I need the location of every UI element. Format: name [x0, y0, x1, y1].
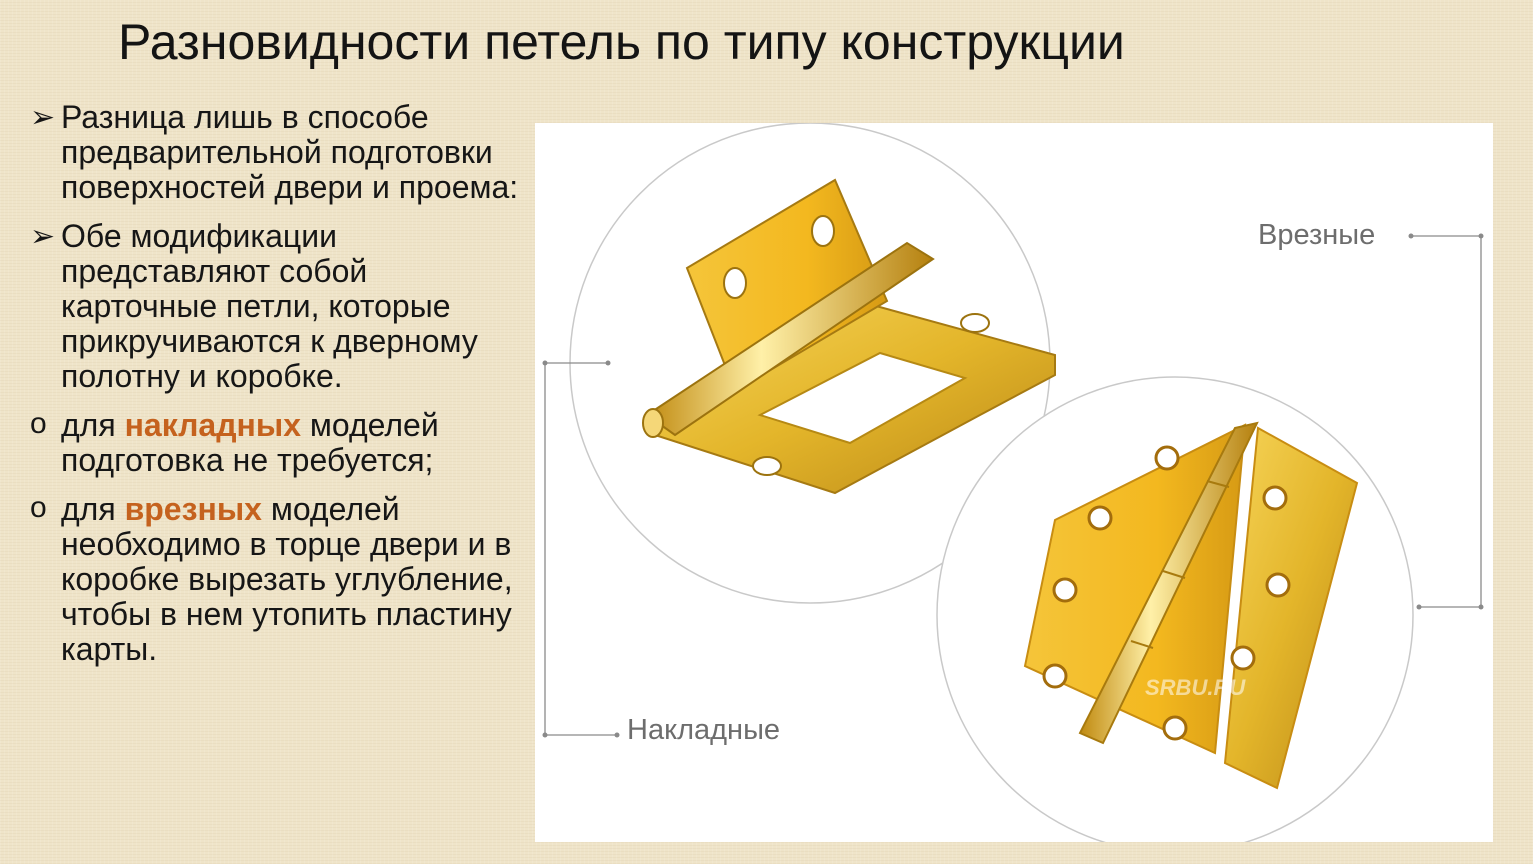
overlay-hinge: [642, 178, 1056, 495]
sub-bullet-post: моделей необходимо в торце двери и в кор…: [61, 491, 513, 667]
bullet-item: ➢ Обе модификации представляют собой кар…: [30, 219, 530, 394]
watermark: SRBU.RU: [1145, 675, 1246, 700]
sub-bullet-item: o для накладных моделей подготовка не тр…: [30, 407, 530, 478]
sub-bullet-pre: для: [61, 491, 125, 527]
slide-title: Разновидности петель по типу конструкции: [118, 14, 1125, 70]
arrow-bullet-icon: ➢: [30, 101, 56, 134]
sub-bullet-highlight: врезных: [124, 491, 262, 527]
sub-bullet-highlight: накладных: [124, 407, 301, 443]
bullet-item: ➢ Разница лишь в способе предварительной…: [30, 100, 530, 205]
sub-bullet-pre: для: [61, 407, 125, 443]
hinge-illustration: [542, 123, 1484, 842]
sub-bullet-item: o для врезных моделей необходимо в торце…: [30, 491, 530, 667]
circle-bullet-icon: o: [30, 407, 47, 440]
arrow-bullet-icon: ➢: [30, 220, 56, 253]
label-overlay: Накладные: [627, 714, 781, 746]
bullet-text: Обе модификации представляют собой карто…: [61, 218, 478, 394]
mortise-hinge: [1023, 421, 1359, 790]
circle-bullet-icon: o: [30, 491, 47, 524]
leader-lines: [544, 235, 1482, 736]
bullet-text: Разница лишь в способе предварительной п…: [61, 99, 519, 205]
sub-bullet-post: моделей подготовка не требуется;: [61, 407, 439, 478]
hinge-figure: Врезные Накладные SRBU.RU: [535, 123, 1493, 842]
text-column: ➢ Разница лишь в способе предварительной…: [30, 100, 530, 681]
label-mortise: Врезные: [1258, 219, 1376, 251]
